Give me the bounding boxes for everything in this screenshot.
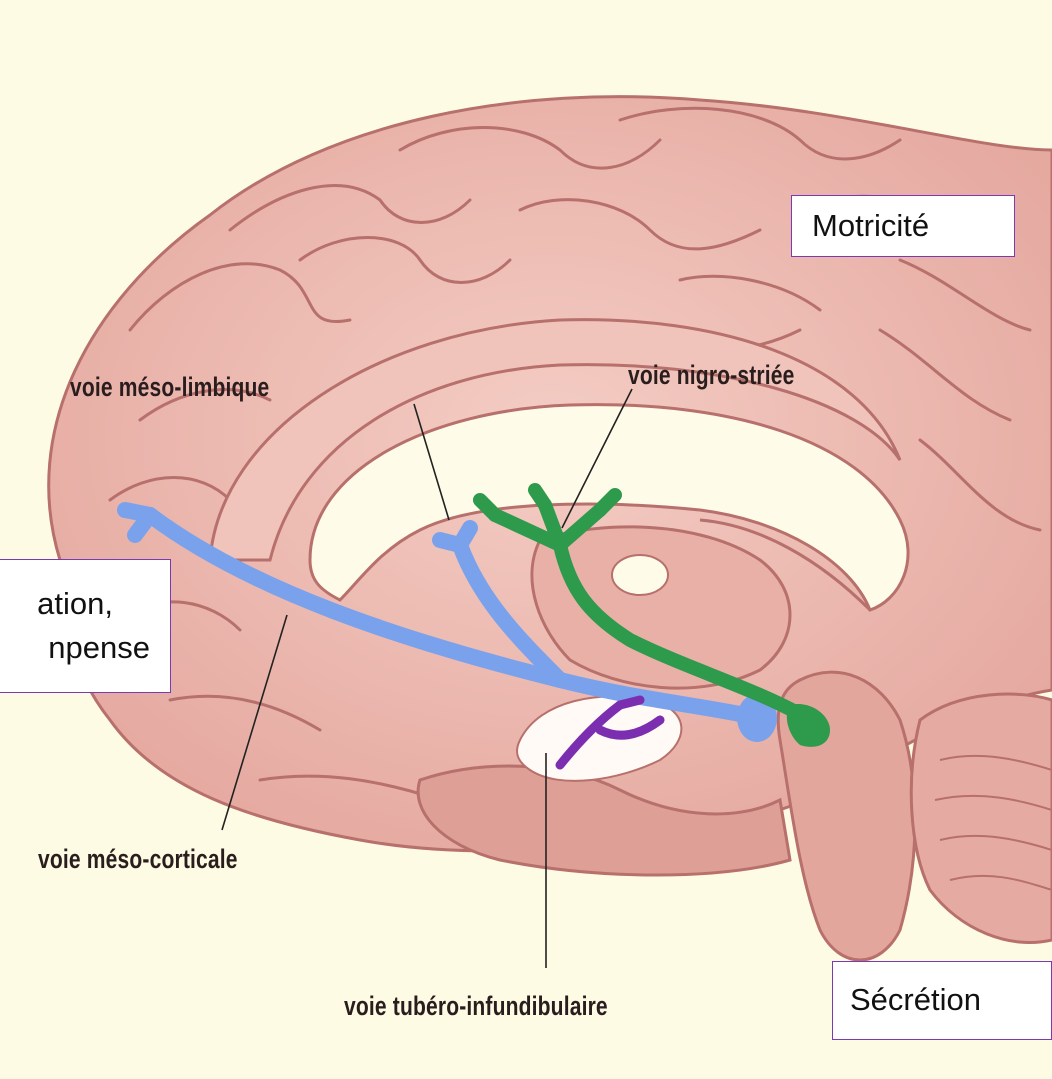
- secretion-text: Sécrétion: [850, 982, 981, 1017]
- cerebellum: [911, 694, 1052, 943]
- label-meso-limbique: voie méso-limbique: [70, 372, 269, 403]
- interthalamic-adhesion: [612, 555, 668, 595]
- motricite-text: Motricité: [812, 208, 929, 243]
- motricite-box: Motricité: [791, 195, 1015, 257]
- motivation-text-line1: ation,: [0, 582, 170, 626]
- motivation-box: ation, npense: [0, 559, 171, 693]
- motivation-text-line2: npense: [0, 626, 170, 670]
- secretion-box: Sécrétion: [832, 961, 1052, 1040]
- label-tubero-infundibulaire: voie tubéro-infundibulaire: [344, 991, 608, 1022]
- label-nigro-striee: voie nigro-striée: [628, 360, 795, 391]
- label-meso-corticale: voie méso-corticale: [38, 844, 238, 875]
